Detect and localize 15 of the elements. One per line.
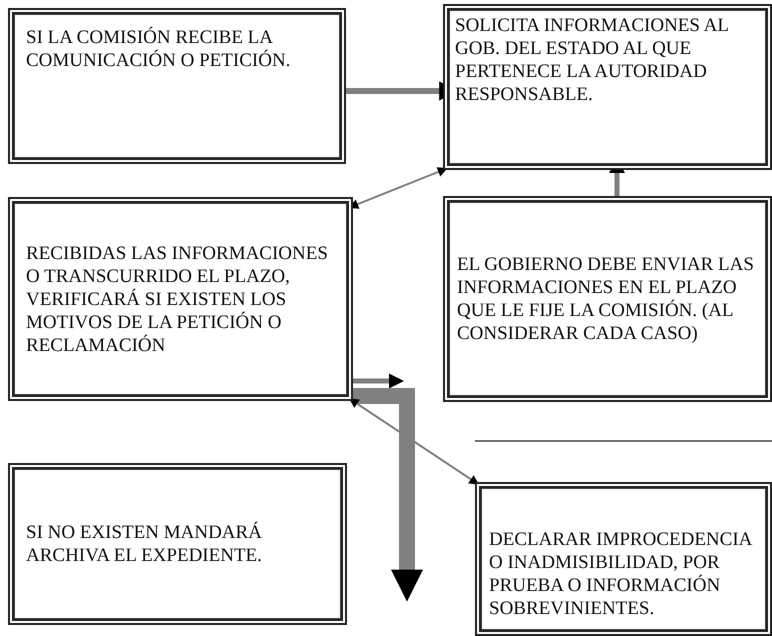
arrow <box>353 374 404 388</box>
process-box <box>475 482 772 636</box>
box-text: SI LA COMISIÓN RECIBE LA COMUNICACIÓN O PETICIÓN. <box>26 26 292 72</box>
process-box <box>443 4 772 170</box>
arrow <box>348 398 480 485</box>
box-text: SI NO EXISTEN MANDARÁ ARCHIVA EL EXPEDIENTE. <box>26 521 263 567</box>
box-text: EL GOBIERNO DEBE ENVIAR LAS INFORMACIONES EN EL PLAZO QUE LE FIJE LA COMISIÓN. (AL CONSIDERAR CADA CASO) <box>457 253 755 345</box>
box-text: SOLICITA INFORMACIONES AL GOB. DEL ESTADO AL QUE PERTENECE LA AUTORIDAD RESPONSABLE. <box>455 14 730 106</box>
process-box <box>8 463 347 625</box>
process-box <box>8 197 353 401</box>
box-text: RECIBIDAS LAS INFORMACIONES O TRANSCURRIDO EL PLAZO, VERIFICARÁ SI EXISTEN LOS MOTIVOS DE LA PETICIÓN O RECLAMACIÓN <box>26 242 329 356</box>
process-box <box>8 8 346 164</box>
process-box <box>443 196 772 402</box>
box-text: DECLARAR IMPROCEDENCIA O INADMISIBILIDAD, POR PRUEBA O INFORMACIÓN SOBREVINIENTES. <box>489 528 753 620</box>
arrow <box>353 388 423 602</box>
